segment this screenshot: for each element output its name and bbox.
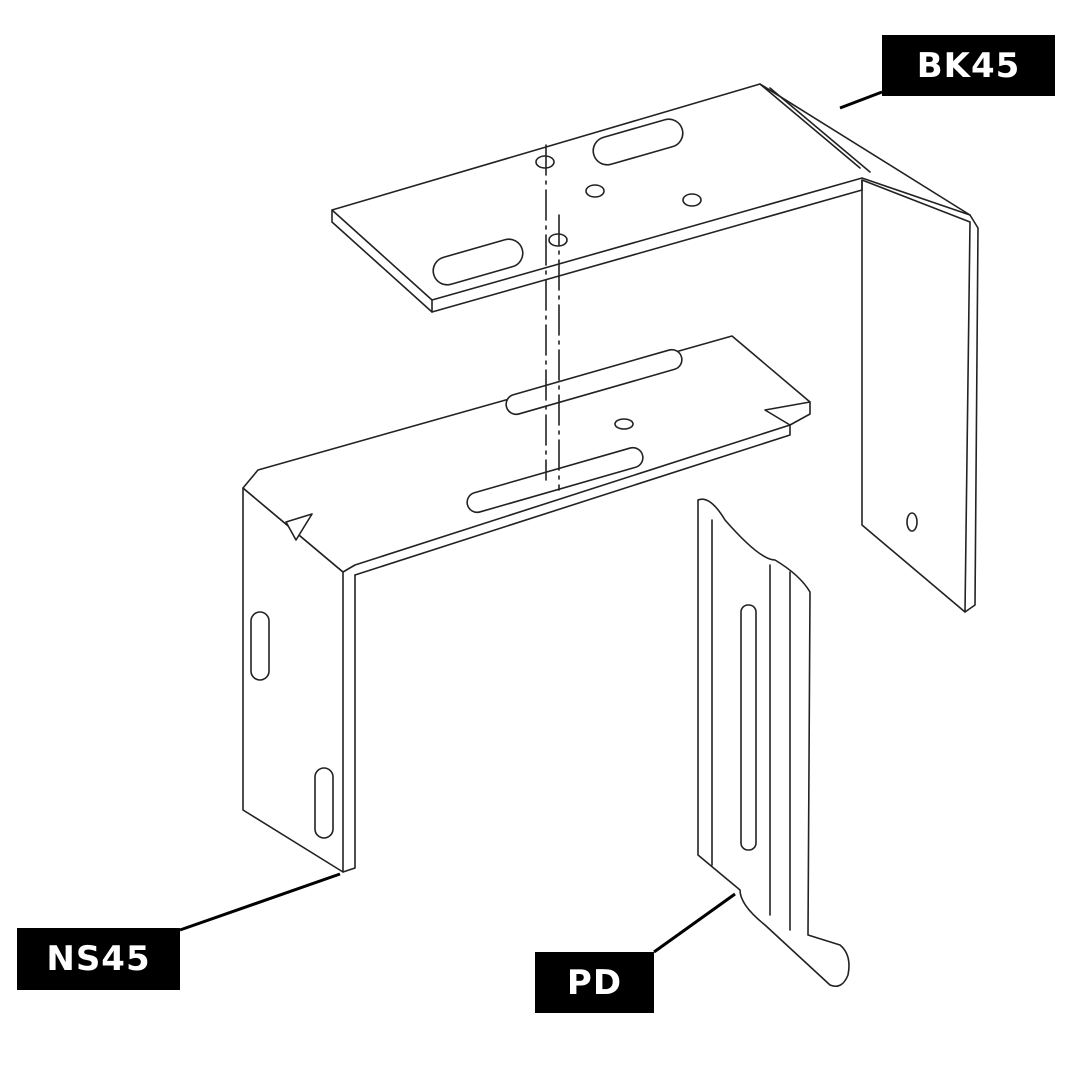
label-pd: PD xyxy=(535,952,654,1013)
label-ns45: NS45 xyxy=(17,928,180,990)
bk45-leader xyxy=(839,90,883,110)
ns45-leader xyxy=(179,872,341,932)
pd-clip xyxy=(697,498,850,988)
label-bk45: BK45 xyxy=(882,35,1055,96)
ns45-bracket xyxy=(242,335,811,873)
bk45-bracket xyxy=(331,83,979,613)
pd-leader xyxy=(653,892,736,954)
